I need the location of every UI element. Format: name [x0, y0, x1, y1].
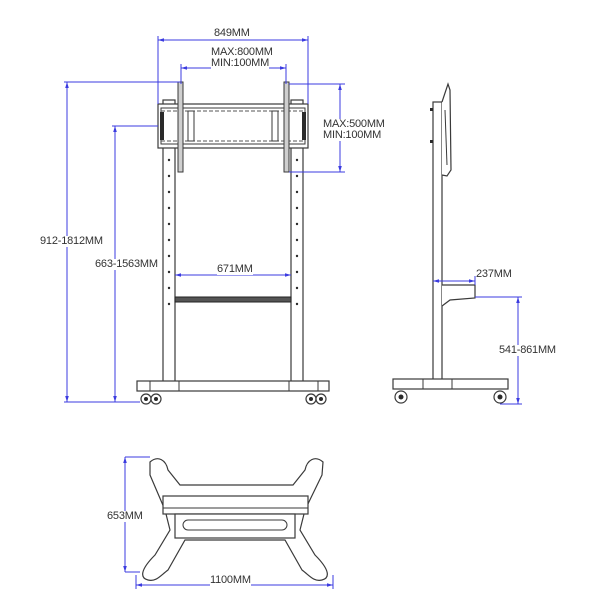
label-mount-height: 663-1563MM	[95, 258, 158, 270]
top-view	[123, 456, 334, 589]
side-shelf	[441, 284, 476, 307]
shelf-top	[174, 513, 296, 539]
left-vesa-arm	[177, 81, 184, 173]
label-shelf-depth: 237MM	[476, 268, 512, 280]
label-inner-pole-spacing: 671MM	[217, 263, 253, 275]
label-base-width: 1100MM	[210, 574, 251, 586]
label-overall-height: 912-1812MM	[40, 235, 103, 247]
front-casters	[140, 393, 327, 405]
pole-holes	[167, 158, 299, 306]
shelf-handle-slot	[182, 519, 288, 531]
base-crossbar	[162, 495, 309, 515]
shelf-bar	[174, 296, 292, 303]
label-base-depth: 653MM	[107, 510, 143, 522]
front-view	[64, 36, 345, 405]
label-vesa-v-max: MAX:500MM	[323, 118, 385, 130]
side-pole	[432, 101, 443, 383]
label-overall-width: 849MM	[214, 27, 250, 39]
label-vesa-h-min: MIN:100MM	[211, 57, 270, 69]
label-vesa-v-min: MIN:100MM	[323, 129, 382, 141]
label-shelf-height: 541-861MM	[499, 344, 556, 356]
side-base	[392, 378, 509, 390]
right-vesa-arm	[283, 81, 290, 173]
side-casters	[394, 390, 507, 404]
side-view	[392, 82, 522, 405]
side-tv-plate	[441, 82, 452, 177]
front-base	[136, 380, 330, 392]
label-vesa-h-max: MAX:800MM	[211, 46, 273, 58]
